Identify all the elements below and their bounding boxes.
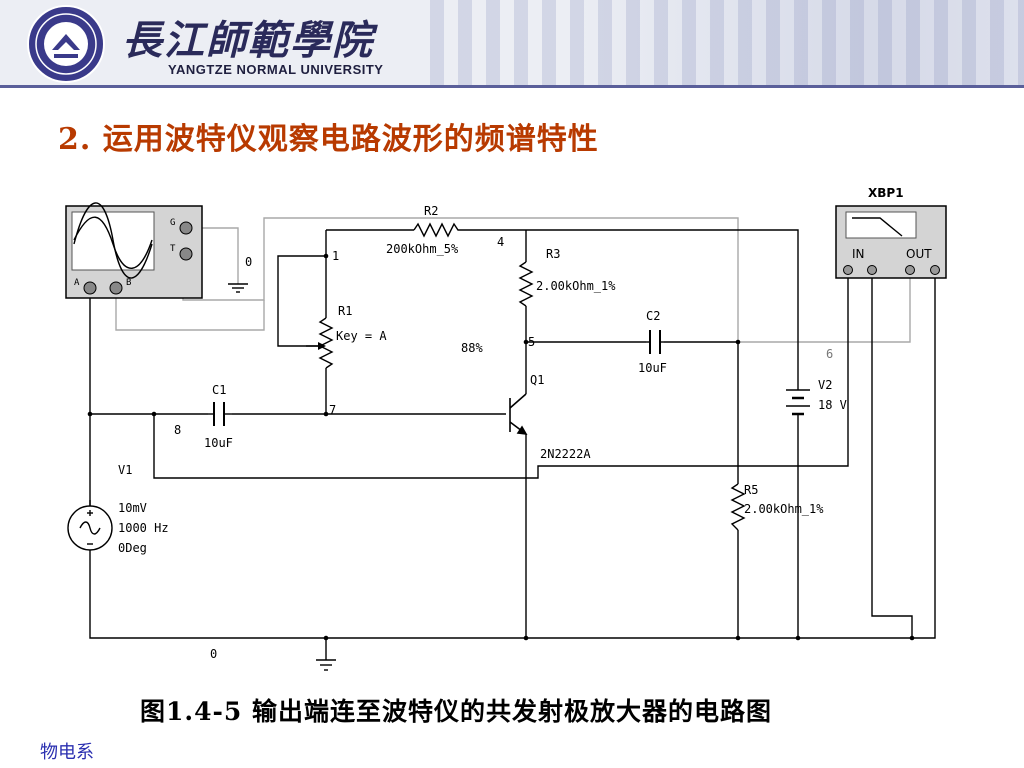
department-footer: 物电系 [40,742,94,763]
node-label-6: 6 [826,347,833,361]
scope-b-output-wire-b [115,288,265,331]
r1-percent: 88% [461,341,483,355]
node-label-4: 4 [497,235,504,249]
q1-model: 2N2222A [540,447,591,461]
v1-phase: 0Deg [118,541,147,555]
r1-name: R1 [338,304,352,318]
v2-value: 18 V [818,398,847,412]
node-label-5: 5 [528,335,535,349]
r2-name: R2 [424,204,438,218]
ground-symbol-scope [228,283,248,293]
ac-source-v1 [67,505,113,551]
xbp1-in-label: IN [852,247,865,261]
header-divider [0,85,1024,88]
c2-name: C2 [646,309,660,323]
resistor-r2 [413,222,462,238]
scope-b-output-wire-a [182,217,739,342]
slide-header: 長江師範學院 YANGTZE NORMAL UNIVERSITY [0,0,1024,88]
figure-caption: 图1.4-5 输出端连至波特仪的共发射极放大器的电路图 [140,697,772,726]
r5-name: R5 [744,483,758,497]
r1-wiper-wire [277,255,326,347]
node-label-0-top: 0 [245,255,252,269]
node-label-1: 1 [332,249,339,263]
junction-dots [87,253,915,641]
capacitor-c1 [208,402,232,426]
scope-t-label: T [170,244,176,254]
c1-value: 10uF [204,436,233,450]
node-label-7: 7 [329,403,336,417]
scope-b-label: B [126,278,131,288]
header-stripes [430,0,1024,88]
resistor-r3 [518,261,534,307]
xbp-in-minus-wire [871,276,913,638]
r5-value: 2.00kOhm_1% [744,502,824,516]
v1-amplitude: 10mV [118,501,147,515]
scope-a-label: A [74,278,80,288]
university-seal-icon [27,5,105,83]
slide-title: 2. 运用波特仪观察电路波形的频谱特性 [58,122,599,157]
resistor-r5 [730,483,746,531]
scope-g-label: G [170,218,175,228]
xbp1-name: XBP1 [868,186,904,200]
ground-bus-wire [89,276,936,639]
v2-name: V2 [818,378,832,392]
r2-value: 200kOhm_5% [386,242,459,256]
v1-name: V1 [118,463,132,477]
xbp-in-plus-wire [153,276,849,479]
q1-name: Q1 [530,373,544,387]
vcc-wire [462,229,799,390]
xbp-out-wire [738,276,911,343]
battery-v2 [786,389,810,416]
c1-name: C1 [212,383,226,397]
r3-value: 2.00kOhm_1% [536,279,616,293]
potentiometer-r1 [306,317,334,369]
university-name-cn: 長江師範學院 [122,17,374,64]
oscilloscope: G T A B [65,202,203,299]
scope-g-wire [187,227,239,284]
bode-plotter-xbp1 [835,205,947,279]
node-label-0-bottom: 0 [210,647,217,661]
c2-value: 10uF [638,361,667,375]
node-label-8: 8 [174,423,181,437]
university-name-en: YANGTZE NORMAL UNIVERSITY [168,62,384,77]
capacitor-c2 [646,330,664,354]
transistor-q1 [509,393,528,435]
xbp1-out-label: OUT [906,247,932,261]
ground-symbol-bottom [316,659,336,671]
r1-key: Key = A [336,329,387,343]
v1-frequency: 1000 Hz [118,521,169,535]
r3-name: R3 [546,247,560,261]
